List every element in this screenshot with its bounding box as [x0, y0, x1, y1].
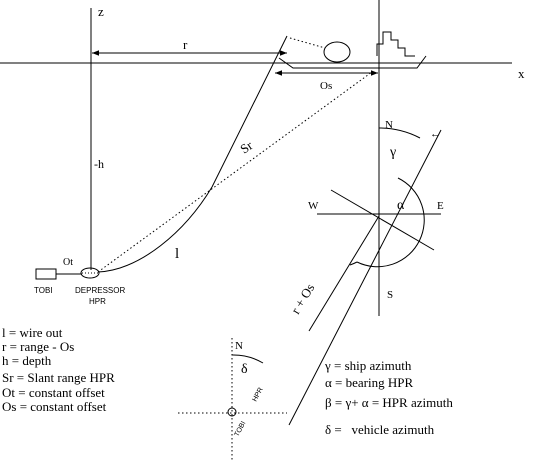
r-plus-os-label: r + Os: [288, 281, 318, 317]
compass-n: N: [385, 119, 393, 131]
compass-e: E: [437, 200, 444, 212]
compass-gamma: γ: [389, 145, 396, 160]
legend-left-item: r = range - Os: [2, 339, 74, 354]
wire-label: l: [175, 246, 179, 262]
legend-left-item: h = depth: [2, 353, 52, 368]
heading-line: [288, 129, 442, 426]
heading-arrow-icon: ←: [430, 128, 441, 140]
z-axis-label: z: [98, 4, 104, 19]
legend-left-item: l = wire out: [2, 325, 63, 340]
hpr-label: HPR: [89, 297, 106, 306]
alpha-arc: [349, 177, 425, 268]
legend-left-item: Sr = Slant range HPR: [2, 370, 115, 385]
depth-label: -h: [94, 157, 104, 171]
slant-range-line: [97, 71, 373, 273]
vehicle-compass: N δ TOBI HPR: [178, 338, 287, 460]
compass-w: W: [308, 200, 319, 212]
legend-right-item: β = γ+ α = HPR azimuth: [325, 395, 453, 410]
vehicle-marker: [227, 407, 237, 417]
tow-cable: [97, 35, 288, 273]
depressor-body: [80, 267, 100, 279]
slant-range-label: Sr: [237, 137, 256, 156]
legend-left: l = wire out r = range - Os h = depth Sr…: [2, 325, 115, 414]
range-label: r: [183, 37, 188, 52]
small-hpr-label: HPR: [252, 387, 265, 403]
small-delta: δ: [241, 362, 248, 377]
legend-left-item: Os = constant offset: [2, 399, 107, 414]
small-tobi-label: TOBI: [234, 420, 248, 438]
tobi-vehicle: [35, 268, 57, 280]
ot-label: Ot: [63, 257, 73, 268]
compass-s: S: [387, 289, 393, 301]
legend-right: γ = ship azimuth α = bearing HPR β = γ+ …: [324, 358, 453, 437]
legend-left-item: Ot = constant offset: [2, 385, 105, 400]
main-compass: N γ α W E S ←: [288, 119, 444, 426]
delta-arc: [231, 354, 264, 364]
depressor-label: DEPRESSOR: [75, 286, 125, 295]
hpr-bearing-line: [308, 215, 380, 332]
os-label: Os: [320, 80, 332, 92]
ship: [278, 31, 427, 69]
tobi-label: TOBI: [34, 286, 53, 295]
legend-right-item: γ = ship azimuth: [324, 358, 412, 373]
gamma-arc: [378, 127, 421, 139]
legend-right-item: α = bearing HPR: [325, 375, 413, 390]
small-n: N: [235, 340, 243, 352]
x-axis-label: x: [518, 66, 525, 81]
legend-right-item: δ = vehicle azimuth: [325, 422, 435, 437]
compass-alpha: α: [397, 198, 405, 213]
